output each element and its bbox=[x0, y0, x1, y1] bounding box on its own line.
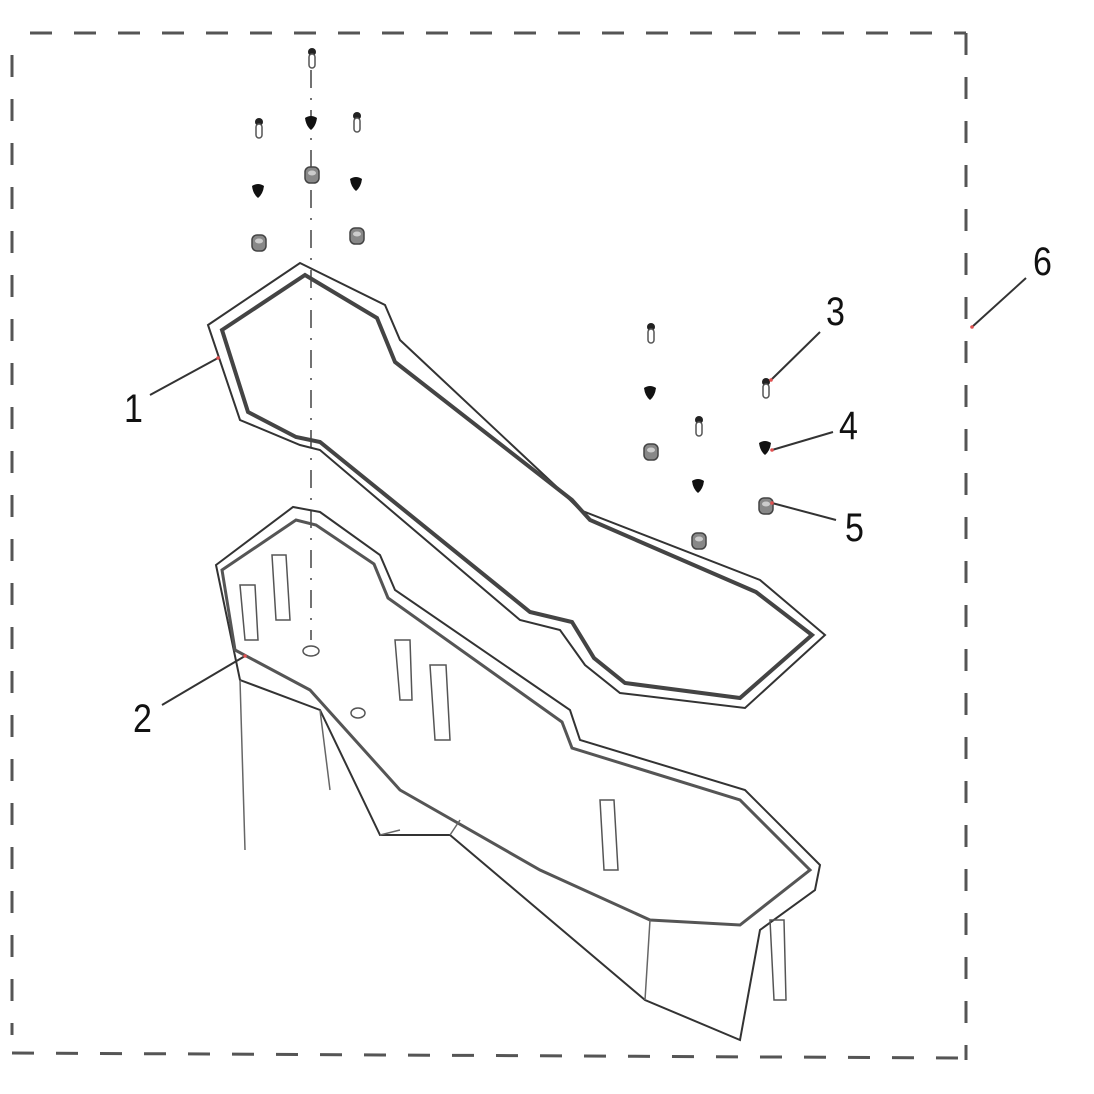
hardware-group-left bbox=[251, 47, 365, 252]
callout-5: 5 bbox=[845, 506, 864, 550]
callout-4: 4 bbox=[839, 404, 858, 448]
callout-6: 6 bbox=[1033, 240, 1052, 284]
lid-rim-frame bbox=[206, 261, 827, 710]
storage-tub bbox=[214, 505, 822, 1042]
callout-3: 3 bbox=[826, 290, 845, 334]
callout-2: 2 bbox=[133, 697, 152, 741]
leader-dots bbox=[216, 325, 974, 658]
leader-lines bbox=[149, 277, 1027, 706]
callout-1: 1 bbox=[124, 387, 143, 431]
hardware-group-right bbox=[643, 322, 774, 550]
assembly-boundary bbox=[10, 31, 968, 1060]
